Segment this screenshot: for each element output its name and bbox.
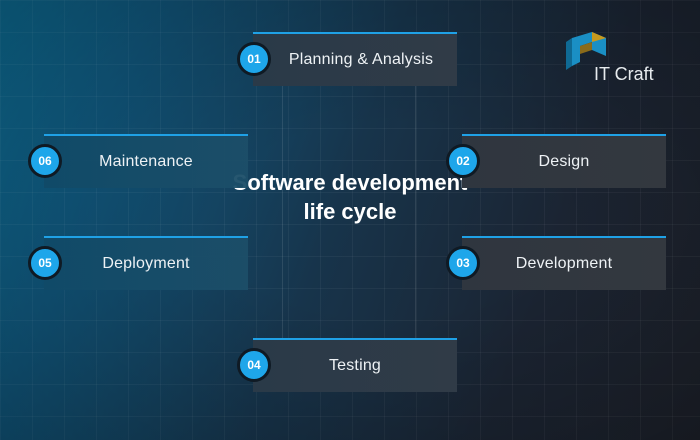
step-number-badge: 05	[28, 246, 62, 280]
step-number-badge: 01	[237, 42, 271, 76]
step-design: Design	[462, 134, 666, 188]
step-development: Development	[462, 236, 666, 290]
step-label: Deployment	[102, 255, 190, 272]
step-number-badge: 04	[237, 348, 271, 382]
diagram-title: Software development life cycle	[232, 170, 468, 224]
step-number-badge: 06	[28, 144, 62, 178]
step-label: Testing	[328, 357, 382, 374]
step-number-badge: 02	[446, 144, 480, 178]
step-label: Development	[515, 255, 613, 272]
logo-mark-icon	[566, 32, 606, 70]
step-number-badge: 03	[446, 246, 480, 280]
step-testing: Testing	[253, 338, 457, 392]
step-label: Design	[538, 153, 590, 170]
step-planning-analysis: Planning & Analysis	[253, 32, 457, 86]
step-label: Planning & Analysis	[288, 51, 434, 68]
step-label: Maintenance	[99, 153, 193, 170]
step-deployment: Deployment	[44, 236, 248, 290]
it-craft-logo: IT Craft	[566, 32, 676, 84]
logo-text: IT Craft	[594, 64, 654, 84]
step-maintenance: Maintenance	[44, 134, 248, 188]
center-frame-lines	[282, 84, 416, 340]
